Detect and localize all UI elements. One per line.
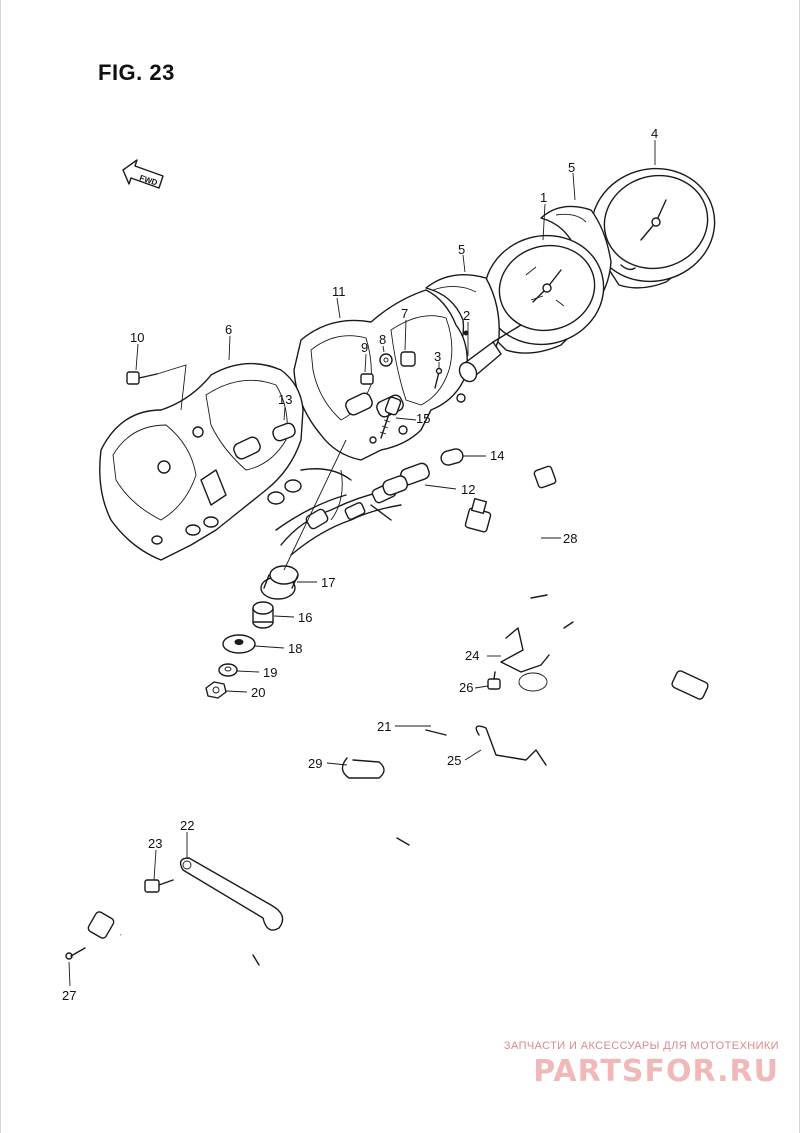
screw-27 (65, 947, 86, 960)
callout-27: 27 (62, 988, 76, 1003)
trip-knob (458, 324, 522, 383)
callout-2: 2 (463, 308, 470, 323)
watermark-logo: PARTSFOR.RU (533, 1054, 779, 1089)
callout-28: 28 (563, 531, 577, 546)
callout-5: 5 (568, 160, 575, 175)
callout-7: 7 (401, 306, 408, 321)
callout-18: 18 (288, 641, 302, 656)
cable-clamp-22 (179, 857, 284, 931)
callout-25: 25 (447, 753, 461, 768)
watermark-caption: ЗАПЧАСТИ И АКСЕССУАРЫ ДЛЯ МОТОТЕХНИКИ (503, 1040, 779, 1052)
bolt-23 (144, 879, 174, 893)
tachometer-cable (529, 465, 709, 700)
callout-14: 14 (490, 448, 504, 463)
callout-13: 13 (278, 392, 292, 407)
tachometer-gauge (590, 167, 716, 289)
callout-16: 16 (298, 610, 312, 625)
callout-19: 19 (263, 665, 277, 680)
callout-3: 3 (434, 349, 441, 364)
callout-leaders (68, 140, 656, 987)
speedometer-gauge (482, 234, 605, 354)
leader-line (283, 439, 347, 571)
cable-guide-24 (500, 627, 550, 673)
callout-5: 5 (458, 242, 465, 257)
collar-16 (252, 601, 274, 629)
speedometer-cable (87, 497, 492, 966)
callout-23: 23 (148, 836, 162, 851)
meter-cover (99, 362, 304, 561)
bolt-10 (126, 364, 187, 411)
callout-21: 21 (377, 719, 391, 734)
callout-15: 15 (416, 411, 430, 426)
callout-4: 4 (651, 126, 658, 141)
grommet-7 (400, 351, 416, 367)
cable-clip-29 (341, 757, 385, 779)
bolt-26 (487, 671, 501, 690)
callout-1: 1 (540, 190, 547, 205)
watermark: ЗАПЧАСТИ И АКСЕССУАРЫ ДЛЯ МОТОТЕХНИКИ PA… (504, 1040, 779, 1089)
callout-17: 17 (321, 575, 335, 590)
cable-guide-25 (475, 725, 547, 766)
callout-6: 6 (225, 322, 232, 337)
callout-24: 24 (465, 648, 479, 663)
wiring-harness (275, 468, 402, 556)
nut-9 (360, 373, 374, 385)
callout-20: 20 (251, 685, 265, 700)
callout-9: 9 (361, 340, 368, 355)
meter-housing (293, 289, 468, 461)
indicator-bulb (440, 448, 464, 466)
nut-20 (205, 681, 227, 699)
callout-29: 29 (308, 756, 322, 771)
callout-8: 8 (379, 332, 386, 347)
fwd-arrow-icon: FWD (122, 159, 164, 189)
washer-18 (222, 634, 256, 654)
rubber-damper-17 (260, 565, 299, 600)
figure-title: FIG. 23 (98, 60, 175, 85)
callout-11: 11 (332, 284, 346, 299)
washer-8 (379, 353, 393, 367)
screw-3 (434, 371, 440, 389)
screw-15 (379, 396, 402, 439)
callout-12: 12 (461, 482, 475, 497)
callout-22: 22 (180, 818, 194, 833)
cable-ring-24 (518, 672, 548, 692)
callout-10: 10 (130, 330, 144, 345)
callout-26: 26 (459, 680, 473, 695)
washer-19 (218, 663, 238, 677)
